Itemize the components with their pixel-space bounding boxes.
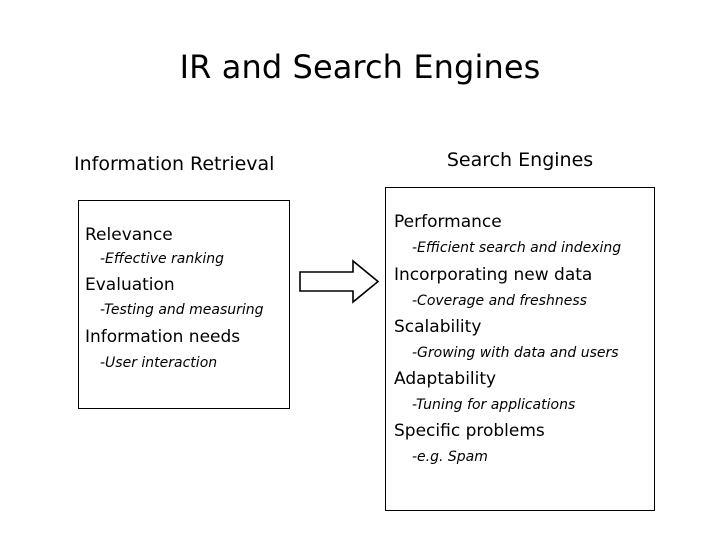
search-engines-box: Performance -Efficient search and indexi… — [385, 187, 655, 511]
list-item-topic: Evaluation — [85, 275, 175, 295]
list-item-detail: -Growing with data and users — [412, 345, 619, 361]
list-item-topic: Performance — [394, 212, 502, 232]
list-item-topic: Incorporating new data — [394, 265, 593, 285]
left-column-heading: Information Retrieval — [74, 153, 275, 175]
list-item-topic: Specific problems — [394, 421, 545, 441]
list-item-topic: Relevance — [85, 225, 173, 245]
search-engines-box-content: Performance -Efficient search and indexi… — [386, 188, 654, 510]
page-title: IR and Search Engines — [179, 48, 541, 86]
list-item-topic: Scalability — [394, 317, 482, 337]
right-block-arrow-icon — [298, 259, 380, 304]
list-item-detail: -Testing and measuring — [100, 302, 264, 318]
right-column-heading: Search Engines — [446, 149, 594, 171]
list-item-detail: -Effective ranking — [100, 251, 225, 267]
list-item-detail: -Tuning for applications — [412, 397, 576, 413]
list-item-detail: -Efficient search and indexing — [412, 240, 622, 256]
list-item-topic: Information needs — [85, 327, 241, 347]
information-retrieval-box-content: Relevance -Effective ranking Evaluation … — [79, 201, 289, 408]
information-retrieval-box: Relevance -Effective ranking Evaluation … — [78, 200, 290, 409]
list-item-detail: -Coverage and freshness — [412, 293, 587, 309]
list-item-detail: -e.g. Spam — [412, 449, 488, 465]
list-item-topic: Adaptability — [394, 369, 497, 389]
list-item-detail: -User interaction — [100, 355, 218, 371]
